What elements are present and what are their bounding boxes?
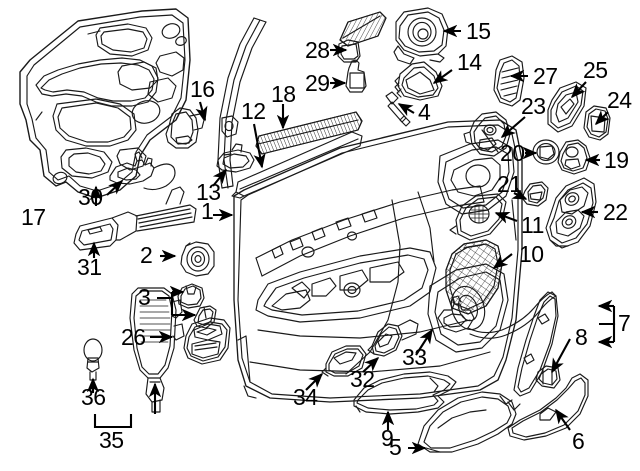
part-pillar-bracket	[165, 107, 205, 149]
callout-label-23: 23	[521, 93, 546, 119]
callout-label-35: 35	[99, 427, 124, 453]
callout-label-9: 9	[381, 425, 394, 451]
part-grab-handle-bezel	[513, 291, 559, 397]
part-switch-bezel-plate	[547, 81, 587, 133]
callout-label-8: 8	[575, 324, 588, 350]
part-bulb	[83, 338, 103, 381]
callout-label-7: 7	[618, 310, 631, 336]
part-tweeter-speaker	[337, 11, 387, 63]
part-mirror-fold-switch	[183, 317, 231, 365]
part-speaker-mount-stud	[345, 59, 367, 93]
callout-label-28: 28	[305, 37, 330, 63]
part-switch-retainer	[521, 181, 549, 207]
callout-label-25: 25	[583, 57, 608, 83]
callout-arrows	[86, 24, 610, 455]
callout-label-17: 17	[21, 204, 46, 230]
callout-label-19: 19	[604, 147, 629, 173]
callout-label-24: 24	[607, 87, 632, 113]
part-upper-corner-trim	[393, 7, 449, 65]
callout-label-32: 32	[350, 366, 375, 392]
part-armrest-side-molding	[507, 373, 589, 441]
callout-label-29: 29	[305, 70, 330, 96]
callout-label-34: 34	[293, 384, 318, 410]
part-courtesy-lamp-lens	[321, 345, 367, 377]
part-lock-knob-bezel	[532, 139, 560, 165]
part-tweeter-grille	[449, 193, 507, 241]
callout-label-21: 21	[497, 171, 522, 197]
callout-label-31: 31	[77, 254, 102, 280]
part-water-deflector-shield	[19, 8, 191, 199]
callout-label-1: 1	[201, 198, 214, 224]
callout-label-2: 2	[140, 242, 153, 268]
part-beltline-weatherstrip	[255, 111, 363, 155]
part-grommet-cap	[180, 241, 215, 277]
callout-label-16: 16	[190, 76, 215, 102]
callout-label-5: 5	[389, 434, 402, 460]
callout-label-22: 22	[603, 199, 628, 225]
callout-label-36: 36	[81, 384, 106, 410]
callout-label-20: 20	[500, 140, 525, 166]
callout-label-30: 30	[78, 184, 103, 210]
callout-label-4: 4	[418, 99, 431, 125]
callout-label-6: 6	[572, 428, 585, 454]
part-memory-seat-switch	[557, 139, 591, 175]
part-mirror-sail-cover	[394, 61, 443, 101]
part-armrest-base-pad	[353, 371, 457, 415]
part-handle-retainer-clip	[535, 365, 561, 389]
callout-label-3: 3	[138, 284, 151, 310]
callout-label-15: 15	[466, 18, 491, 44]
callout-label-13: 13	[196, 179, 221, 205]
part-wiring-harness-clip	[109, 151, 176, 191]
callout-label-18: 18	[271, 81, 296, 107]
callout-label-10: 10	[519, 241, 544, 267]
part-armrest-pull-cup	[417, 391, 521, 453]
callout-label-33: 33	[402, 344, 427, 370]
part-retainer-clip-pair	[177, 283, 217, 329]
part-window-master-switch	[545, 177, 597, 249]
part-door-trim-panel	[233, 119, 523, 403]
part-mirror-control-switch	[463, 111, 511, 157]
part-courtesy-lamp-harness	[73, 186, 197, 251]
callout-label-27: 27	[533, 63, 558, 89]
part-harness-connector	[437, 291, 557, 339]
part-seal-end-clip	[216, 143, 255, 173]
callout-label-12: 12	[241, 98, 266, 124]
part-puddle-lamp	[367, 319, 419, 357]
callout-label-26: 26	[121, 324, 146, 350]
callout-label-14: 14	[457, 49, 482, 75]
part-inner-beltline-seal	[231, 131, 363, 199]
part-door-lock-switch	[493, 55, 525, 107]
part-speaker-grille	[445, 239, 503, 315]
callout-label-11: 11	[521, 212, 544, 238]
